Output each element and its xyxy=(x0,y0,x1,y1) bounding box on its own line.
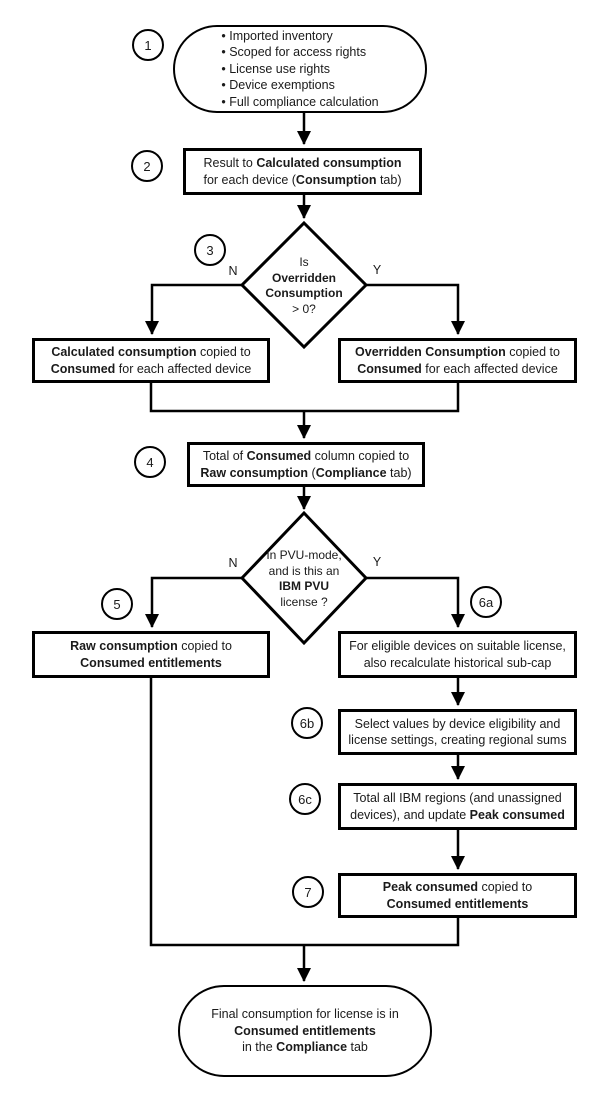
step-circle-3-label: 3 xyxy=(206,242,214,258)
step-circle-1: 1 xyxy=(132,29,164,61)
decision-pvu-diamond xyxy=(239,510,369,646)
decision1-yes-label: Y xyxy=(372,263,382,277)
decision1-no-label: N xyxy=(228,264,238,278)
step-circle-6b: 6b xyxy=(291,707,323,739)
step-circle-7: 7 xyxy=(292,876,324,908)
step-circle-2-label: 2 xyxy=(143,158,151,174)
step-circle-1-label: 1 xyxy=(144,37,152,53)
step-circle-5: 5 xyxy=(101,588,133,620)
decision2-no-label: N xyxy=(228,556,238,570)
decision-overridden-diamond xyxy=(239,220,369,350)
step-circle-5-label: 5 xyxy=(113,596,121,612)
step-circle-6b-label: 6b xyxy=(299,715,315,731)
step-circle-4-label: 4 xyxy=(146,454,154,470)
decision2-yes-label: Y xyxy=(372,555,382,569)
connector-decision1-yes-branch xyxy=(362,283,465,335)
step-circle-7-label: 7 xyxy=(304,884,312,900)
step-circle-6c: 6c xyxy=(289,783,321,815)
start-terminator-text: • Imported inventory• Scoped for access … xyxy=(221,28,379,109)
connector-branch-merge xyxy=(149,381,460,413)
connector-decision2-yes-branch xyxy=(362,576,465,628)
step-circle-4: 4 xyxy=(134,446,166,478)
step-circle-6c-label: 6c xyxy=(298,791,312,807)
step-circle-6a: 6a xyxy=(470,586,502,618)
step-circle-6a-label: 6a xyxy=(478,594,494,610)
connector-decision1-no-branch xyxy=(145,283,246,335)
start-terminator: • Imported inventory• Scoped for access … xyxy=(173,25,427,113)
step-circle-3: 3 xyxy=(194,234,226,266)
step-circle-2: 2 xyxy=(131,150,163,182)
recalc-subcap-box: For eligible devices on suitable license… xyxy=(338,631,577,678)
connector-decision2-no-branch xyxy=(145,576,246,628)
recalc-subcap-box-text: For eligible devices on suitable license… xyxy=(349,639,566,670)
